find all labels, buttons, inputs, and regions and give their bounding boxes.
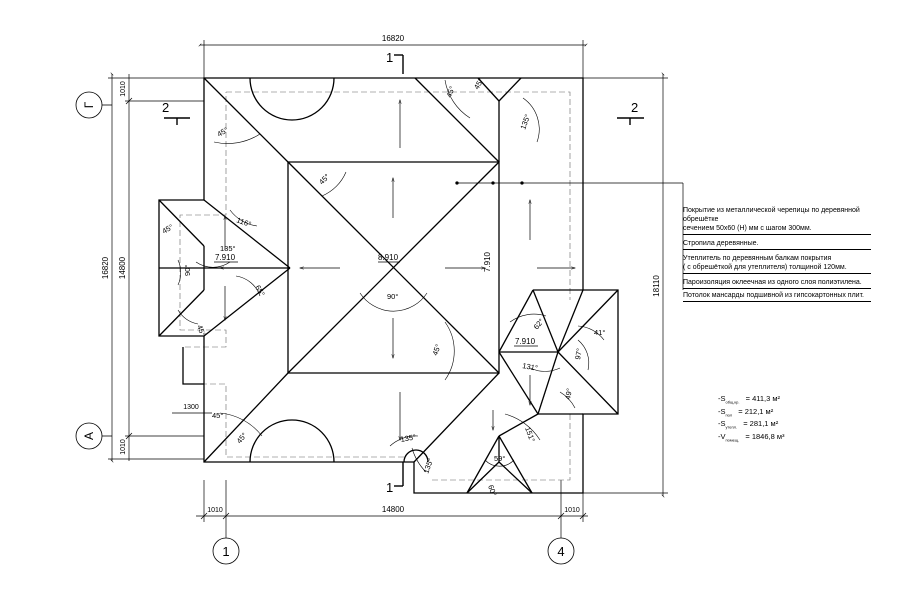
area-value: = 281,1 м² [743,419,779,428]
axis-label-1: 1 [222,544,229,559]
area-sub: утепл. [725,424,738,430]
dim-bottom-mid: 14800 [382,505,405,514]
angle-label: 45° [430,343,442,357]
note-ceiling: Потолок мансарды подшивной из гипсокарто… [683,291,871,302]
area-row: -Sпол = 212,1 м² [718,407,785,420]
angle-label: 45° [195,324,207,338]
wall-outline [179,91,571,481]
angle-label: 135° [421,457,435,475]
note-roofing: Покрытие из металлической черепицы по де… [683,206,871,235]
elevation-east: 7.910 [515,337,536,346]
note-insulation-line1: Утеплитель по деревянным балкам покрытия [683,255,832,262]
dim-bottom-right: 1010 [564,507,580,514]
dimension-lines [108,40,668,538]
section-marks [164,54,644,487]
angle-label: 41° [594,328,605,337]
note-rafters: Стропила деревянные. [683,239,871,250]
slope-arrows [220,100,575,440]
axis-label-a: А [82,432,96,440]
dim-left-top-offset: 1010 [120,81,127,97]
section-mark-2-left: 2 [162,100,169,115]
section-mark-1-bottom: 1 [386,480,393,495]
dim-bottom-left: 1010 [207,507,223,514]
area-label: -S [718,419,726,428]
note-insulation: Утеплитель по деревянным балкам покрытия… [683,254,871,274]
angle-label: 59° [494,454,505,463]
angle-label: 135° [220,244,236,253]
angle-label: 90° [183,265,192,276]
elevation-right: 7.910 [483,251,492,272]
elevation-left: 7.910 [215,253,236,262]
angle-labels: 45° 45° 90° 45° 45° 45° 45° 45° 135° 116… [161,77,606,498]
angle-label: 90° [387,292,398,301]
angle-label: 45° [317,172,331,186]
dim-left-inner: 14800 [118,256,127,279]
angle-label: 45° [212,411,223,420]
dim-notch: 1300 [183,404,199,411]
area-sub: помещ. [725,437,740,442]
elevation-main: 8.910 [378,253,399,262]
note-vapor: Пароизоляция оклеечная из одного слоя по… [683,278,871,289]
section-mark-1-top: 1 [386,50,393,65]
dim-left-bottom-offset: 1010 [120,439,127,455]
notes-legend: Покрытие из металлической черепицы по де… [683,206,871,302]
area-row: -Vпомещ. = 1846,8 м³ [718,432,785,445]
angle-label: 135° [400,432,417,444]
area-value: = 411,3 м² [745,394,781,403]
axis-bubbles [75,91,575,565]
leader-lines [455,181,684,290]
area-row: -Sобщ.кр. = 411,3 м² [718,394,785,407]
angle-label: 45° [444,85,456,99]
elevation-marks [214,261,538,347]
section-mark-2-right: 2 [631,100,638,115]
area-label: -V [718,431,726,441]
area-sub: пол [725,412,733,417]
area-summary: -Sобщ.кр. = 411,3 м² -Sпол = 212,1 м² -S… [718,394,785,444]
angle-label: 45° [472,77,485,91]
angle-label: 60° [486,484,498,498]
area-value: = 212,1 м² [738,406,774,416]
area-label: -S [718,394,726,403]
angle-label: 45° [235,431,249,445]
angle-label: 62° [532,317,546,331]
note-insulation-line2: ( с обрешёткой для утеплителя) толщиной … [683,264,847,271]
dim-top-total: 16820 [382,34,405,43]
area-label: -S [718,406,726,416]
angle-label: 97° [573,348,584,361]
note-roofing-line1: Покрытие из металлической черепицы по де… [683,207,860,223]
angle-label: 135° [518,113,532,131]
dim-right-total: 18110 [652,275,661,297]
roof-outline [158,77,619,494]
dim-left-outer: 16820 [101,256,110,279]
axis-label-g: Г [82,101,96,108]
angle-label: 49° [563,388,574,401]
angle-label: 45° [216,125,230,138]
area-row: -Sутепл. = 281,1 м² [718,419,785,432]
angle-label: 45° [161,222,175,235]
axis-label-4: 4 [557,544,564,559]
angle-label: 131° [522,361,539,373]
angle-arcs [177,79,605,473]
area-value: = 1846,8 м³ [745,431,785,441]
note-roofing-line2: сечением 50х60 (Н) мм с шагом 300мм. [683,225,812,232]
angle-label: 151° [523,426,537,444]
area-sub: общ.кр. [725,399,740,405]
